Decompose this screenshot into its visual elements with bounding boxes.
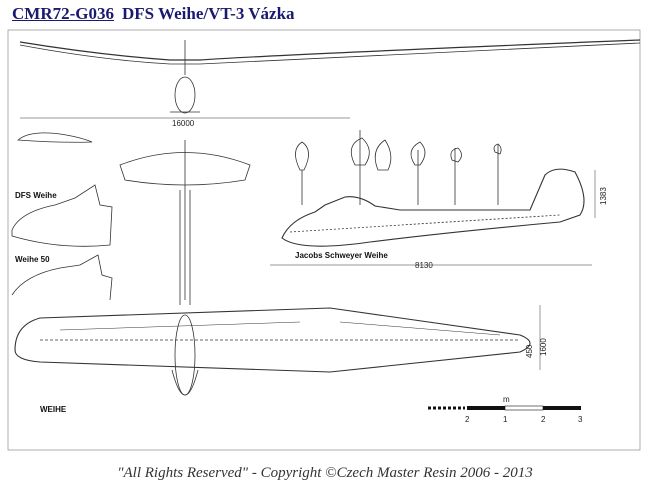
product-name: DFS Weihe/VT-3 Vázka — [121, 4, 295, 23]
tip-dimension-450: 450 — [525, 344, 534, 358]
scale-tick: 1 — [503, 415, 508, 424]
length-dimension: 8130 — [415, 261, 433, 270]
copyright-footer: "All Rights Reserved" - Copyright ©Czech… — [117, 465, 533, 481]
tip-dimension-1600: 1600 — [539, 338, 548, 356]
front-view: 16000 — [19, 39, 641, 128]
side-view-label: Jacobs Schweyer Weihe — [295, 251, 388, 260]
variant-label-dfs-weihe: DFS Weihe — [15, 191, 57, 200]
scale-tick: 2 — [465, 415, 470, 424]
height-dimension: 1383 — [599, 187, 608, 205]
side-view: Jacobs Schweyer Weihe 8130 1383 — [270, 168, 608, 270]
scale-tick: 2 — [541, 415, 546, 424]
variant-label-weihe-50: Weihe 50 — [15, 255, 50, 264]
airfoil-profile — [16, 132, 93, 143]
scale-tick: 3 — [578, 415, 583, 424]
scale-unit: m — [503, 395, 510, 404]
plan-view-label: WEIHE — [40, 405, 67, 414]
page-title: CMR72-G036 DFS Weihe/VT-3 Vázka — [12, 4, 295, 24]
product-code-link[interactable]: CMR72-G036 — [12, 4, 114, 23]
drawing-frame — [7, 29, 641, 451]
scale-bar: m 2 1 2 3 — [428, 395, 583, 424]
span-dimension: 16000 — [172, 119, 195, 128]
plan-view: 450 1600 WEIHE — [14, 140, 548, 414]
cross-sections — [295, 130, 502, 205]
canopy-variants: DFS Weihe Weihe 50 — [11, 184, 113, 301]
